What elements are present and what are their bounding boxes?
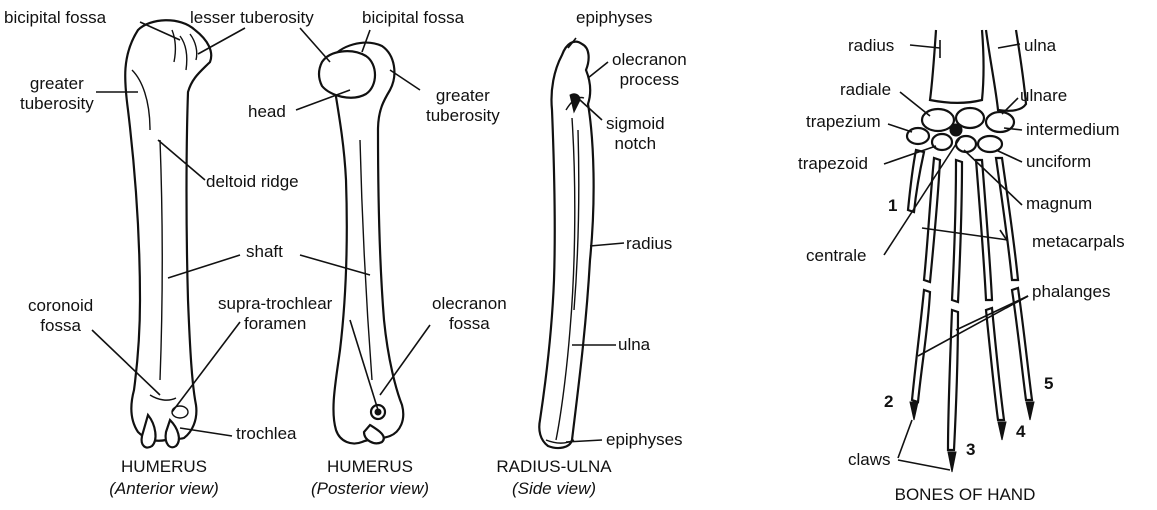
digit-label-1: 1 (888, 196, 897, 216)
digit-label-4: 4 (1016, 422, 1025, 442)
label-epiphyses-bottom: epiphyses (606, 430, 683, 450)
label-bicipital-fossa-posterior: bicipital fossa (362, 8, 464, 28)
digit-label-2: 2 (884, 392, 893, 412)
label-greater-tuberosity-anterior: greater tuberosity (20, 74, 94, 114)
label-olecranon-fossa: olecranon fossa (432, 294, 507, 334)
hand-drawing (907, 30, 1034, 472)
humerus-anterior-drawing (125, 20, 211, 447)
label-supra-trochlear-foramen: supra-trochlear foramen (218, 294, 332, 334)
label-radiale: radiale (840, 80, 891, 100)
label-claws: claws (848, 450, 891, 470)
subcaption-side-view: (Side view) (484, 478, 624, 500)
digit-label-5: 5 (1044, 374, 1053, 394)
label-trapezium: trapezium (806, 112, 881, 132)
label-metacarpals: metacarpals (1032, 232, 1125, 252)
label-lesser-tuberosity: lesser tuberosity (190, 8, 314, 28)
label-centrale: centrale (806, 246, 866, 266)
label-radius-hand: radius (848, 36, 894, 56)
caption-humerus-posterior: HUMERUS (300, 456, 440, 478)
label-ulnare: ulnare (1020, 86, 1067, 106)
label-head: head (248, 102, 286, 122)
label-intermedium: intermedium (1026, 120, 1120, 140)
label-bicipital-fossa-anterior: bicipital fossa (4, 8, 106, 28)
subcaption-anterior-view: (Anterior view) (104, 478, 224, 500)
caption-bones-of-hand: BONES OF HAND (880, 484, 1050, 506)
radius-ulna-drawing (539, 42, 593, 448)
label-olecranon-process: olecranon process (612, 50, 687, 90)
label-ulna-side: ulna (618, 335, 650, 355)
digit-label-3: 3 (966, 440, 975, 460)
label-sigmoid-notch: sigmoid notch (606, 114, 665, 154)
label-ulna-hand: ulna (1024, 36, 1056, 56)
caption-radius-ulna: RADIUS-ULNA (484, 456, 624, 478)
label-coronoid-fossa: coronoid fossa (28, 296, 93, 336)
label-radius-side: radius (626, 234, 672, 254)
subcaption-posterior-view: (Posterior view) (296, 478, 444, 500)
humerus-posterior-drawing (319, 43, 403, 444)
label-unciform: unciform (1026, 152, 1091, 172)
label-magnum: magnum (1026, 194, 1092, 214)
label-trapezoid: trapezoid (798, 154, 868, 174)
label-epiphyses-top: epiphyses (576, 8, 653, 28)
label-trochlea: trochlea (236, 424, 296, 444)
label-greater-tuberosity-posterior: greater tuberosity (426, 86, 500, 126)
label-deltoid-ridge: deltoid ridge (206, 172, 299, 192)
label-phalanges: phalanges (1032, 282, 1110, 302)
label-shaft: shaft (246, 242, 283, 262)
caption-humerus-anterior: HUMERUS (104, 456, 224, 478)
